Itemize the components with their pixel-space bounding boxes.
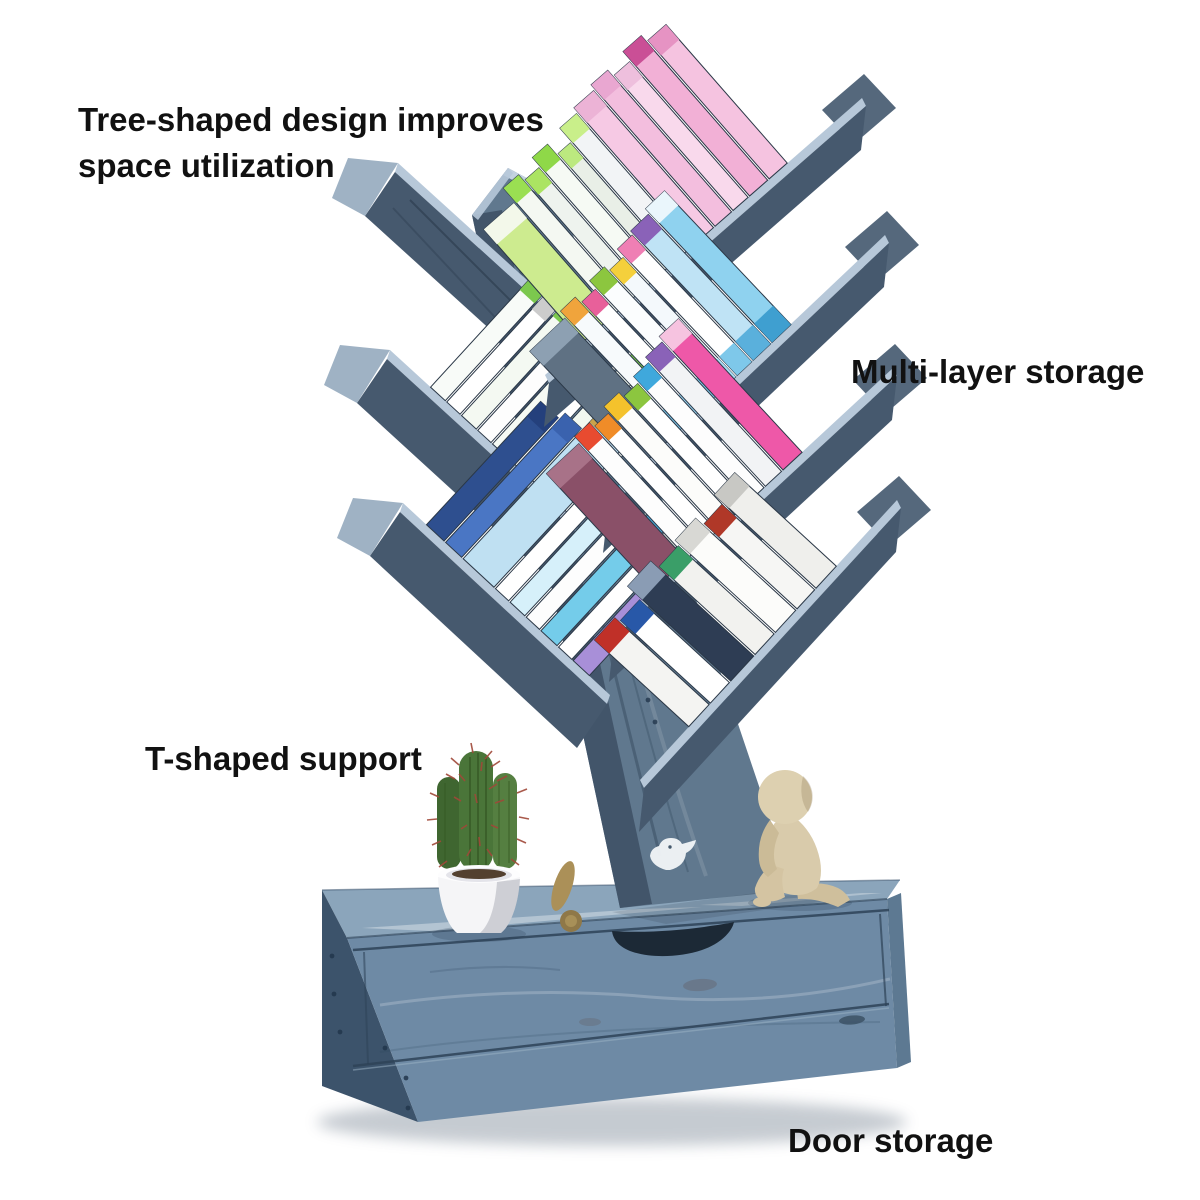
drawer-bottom-groove (352, 1002, 890, 1068)
book-spine (675, 518, 711, 554)
book-spine (754, 305, 791, 343)
book-spine (659, 545, 694, 581)
book-spine (735, 324, 771, 361)
book-spine (529, 318, 579, 366)
book-spine (525, 167, 553, 195)
shelf-books-right-3 (545, 318, 803, 591)
drawer-top-groove (352, 908, 890, 952)
annotation-tree-design-line1: Tree-shaped design improves (78, 101, 544, 138)
book-spine (630, 214, 663, 246)
annotation-tree-design-line2: space utilization (78, 147, 335, 184)
book-spine (483, 203, 528, 245)
book-spine (658, 545, 775, 656)
shelf-books-right-4 (593, 472, 838, 728)
book-spine (582, 289, 610, 317)
book-spine (613, 61, 749, 212)
book-spine (633, 362, 663, 392)
branch-right-4 (639, 476, 931, 832)
wood-knot-slot (839, 1015, 865, 1025)
book-spine (719, 342, 752, 376)
screw-dots (329, 953, 411, 1111)
cactus-lobe-left (437, 777, 461, 869)
book-spine (574, 422, 604, 452)
book-spine (614, 61, 643, 91)
cactus-plant (426, 742, 530, 942)
cactus-lobe-main (459, 751, 493, 871)
book-spine (704, 504, 737, 538)
annotation-multi-layer: Multi-layer storage (851, 353, 1145, 390)
book-spine (609, 257, 637, 285)
book-spine (659, 318, 693, 352)
book-spine (546, 443, 593, 489)
bird-decal (650, 838, 696, 870)
cactus-lobe-right (493, 773, 517, 869)
book-spine (503, 174, 532, 204)
book-spine (624, 383, 652, 411)
trunk-shadow-on-cabinet (612, 888, 848, 924)
book-spine (574, 90, 607, 123)
book-spine (527, 401, 559, 433)
book-spine (591, 70, 621, 100)
book-spine (594, 617, 630, 654)
book-spine (627, 561, 666, 600)
decor-ornament (551, 861, 582, 932)
sitting-figurine (748, 770, 852, 911)
storage-cabinet (317, 879, 911, 1146)
book-spine (620, 599, 655, 635)
book-spine (532, 144, 561, 173)
annotation-tree-design: Tree-shaped design improves space utiliz… (78, 97, 544, 189)
book-spine (645, 190, 679, 224)
book-spine (444, 412, 582, 559)
book-spine (647, 24, 680, 56)
book-spine (558, 142, 584, 169)
book-spine (604, 392, 633, 422)
book-spine (622, 35, 769, 197)
book-spine (714, 472, 750, 509)
drawer-handle-cutout (612, 922, 734, 957)
book-spine (645, 342, 676, 372)
branch-left-3 (337, 498, 610, 748)
book-spine (559, 113, 590, 144)
annotation-t-support: T-shaped support (145, 740, 422, 777)
cabinet-front-face (347, 899, 897, 1122)
figurine-head (758, 770, 812, 824)
book-spine (595, 413, 622, 441)
annotation-door-storage: Door storage (788, 1122, 994, 1159)
book-spine (551, 413, 582, 443)
cabinet-left-face (322, 890, 418, 1122)
cactus-spines (426, 742, 530, 868)
book-spine (589, 267, 619, 296)
book-spine (560, 297, 589, 326)
book-spine (623, 35, 655, 67)
cabinet-right-face (887, 893, 911, 1068)
book-spine (617, 235, 646, 264)
flower-pot (438, 877, 520, 933)
